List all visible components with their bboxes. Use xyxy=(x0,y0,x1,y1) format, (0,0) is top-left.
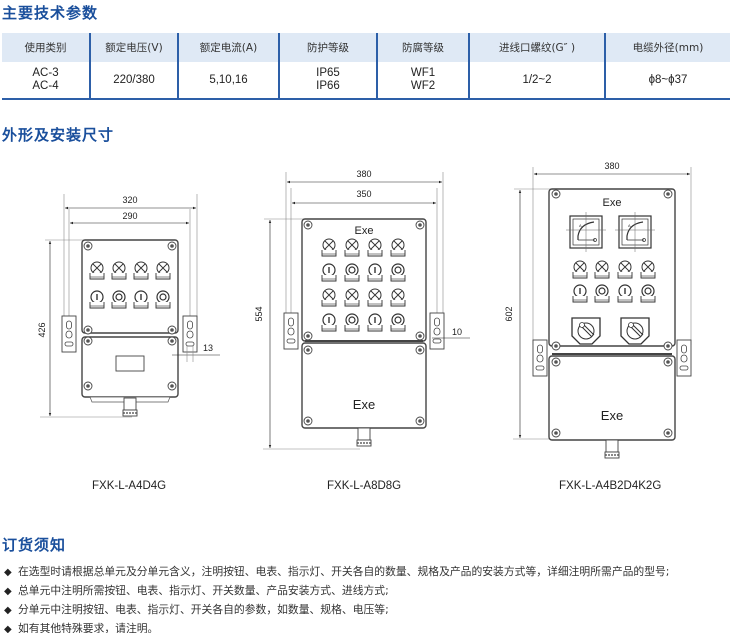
exe-label-lower: Exe xyxy=(601,408,623,423)
section-title-dimensions: 外形及安装尺寸 xyxy=(2,126,115,144)
exe-label-upper: Exe xyxy=(355,225,374,237)
dim-outer-width: 320 xyxy=(122,195,137,205)
diamond-bullet-icon: ◆ xyxy=(4,605,12,616)
diamond-bullet-icon: ◆ xyxy=(4,586,12,597)
diamond-bullet-icon: ◆ xyxy=(4,567,12,578)
model-label-fxk-l-a8d8g: FXK-L-A8D8G xyxy=(327,480,402,492)
header-cable-diameter: 电缆外径(mm) xyxy=(604,33,730,62)
dim-bracket: 13 xyxy=(203,343,213,353)
meter-label: A xyxy=(579,223,582,228)
header-anticorrosion-grade: 防腐等级 xyxy=(376,33,469,62)
dimension-drawings: 320 290 426 13 380 350 xyxy=(37,161,692,459)
spec-table-header-row: 使用类别 额定电压(V) 额定电流(A) 防护等级 防腐等级 进线口螺纹(G″ … xyxy=(2,33,730,62)
header-protection-grade: 防护等级 xyxy=(278,33,377,62)
header-rated-voltage: 额定电压(V) xyxy=(89,33,178,62)
dim-inner-width: 350 xyxy=(356,189,371,199)
model-label-fxk-l-a4d4g: FXK-L-A4D4G xyxy=(92,480,167,492)
section-title-specs: 主要技术参数 xyxy=(2,4,99,22)
dim-inner-width: 290 xyxy=(122,211,137,221)
cell-cable-diameter: ϕ8~ϕ37 xyxy=(604,62,730,100)
list-item: ◆如有其他特殊要求，请注明。 xyxy=(4,619,669,633)
exe-label-upper: Exe xyxy=(603,197,622,209)
meter-label: A xyxy=(628,223,631,228)
dim-bracket: 10 xyxy=(452,327,462,337)
dim-outer-width: 380 xyxy=(356,169,371,179)
list-item: ◆在选型时请根据总单元及分单元含义，注明按钮、电表、指示灯、开关各自的数量、规格… xyxy=(4,562,669,581)
cell-rated-current: 5,10,16 xyxy=(177,62,279,100)
drawing-fxk-l-a4d4g: 320 290 426 13 xyxy=(37,194,220,418)
section-title-ordering: 订货须知 xyxy=(2,536,67,554)
ordering-notes-list: ◆在选型时请根据总单元及分单元含义，注明按钮、电表、指示灯、开关各自的数量、规格… xyxy=(4,562,669,633)
header-usage-category: 使用类别 xyxy=(2,33,90,62)
drawing-fxk-l-a8d8g: 380 350 554 Exe Exe 10 xyxy=(254,169,470,450)
dim-height: 602 xyxy=(504,306,514,321)
dim-height: 426 xyxy=(37,322,47,337)
dim-height: 554 xyxy=(254,306,264,321)
model-label-fxk-l-a4b2d4k2g: FXK-L-A4B2D4K2G xyxy=(559,480,662,492)
list-item: ◆分单元中注明按钮、电表、指示灯、开关各自的参数，如数量、规格、电压等; xyxy=(4,600,669,619)
exe-label-lower: Exe xyxy=(353,397,375,412)
dim-outer-width: 380 xyxy=(604,161,619,171)
header-rated-current: 额定电流(A) xyxy=(177,33,279,62)
drawing-fxk-l-a4b2d4k2g: 380 602 Exe A A Exe xyxy=(504,161,692,459)
diamond-bullet-icon: ◆ xyxy=(4,624,12,633)
cell-rated-voltage: 220/380 xyxy=(89,62,178,100)
cell-thread: 1/2~2 xyxy=(468,62,605,100)
spec-table: 使用类别 额定电压(V) 额定电流(A) 防护等级 防腐等级 进线口螺纹(G″ … xyxy=(2,33,730,100)
list-item: ◆总单元中注明所需按钮、电表、指示灯、开关数量、产品安装方式、进线方式; xyxy=(4,581,669,600)
header-thread: 进线口螺纹(G″ ) xyxy=(468,33,605,62)
